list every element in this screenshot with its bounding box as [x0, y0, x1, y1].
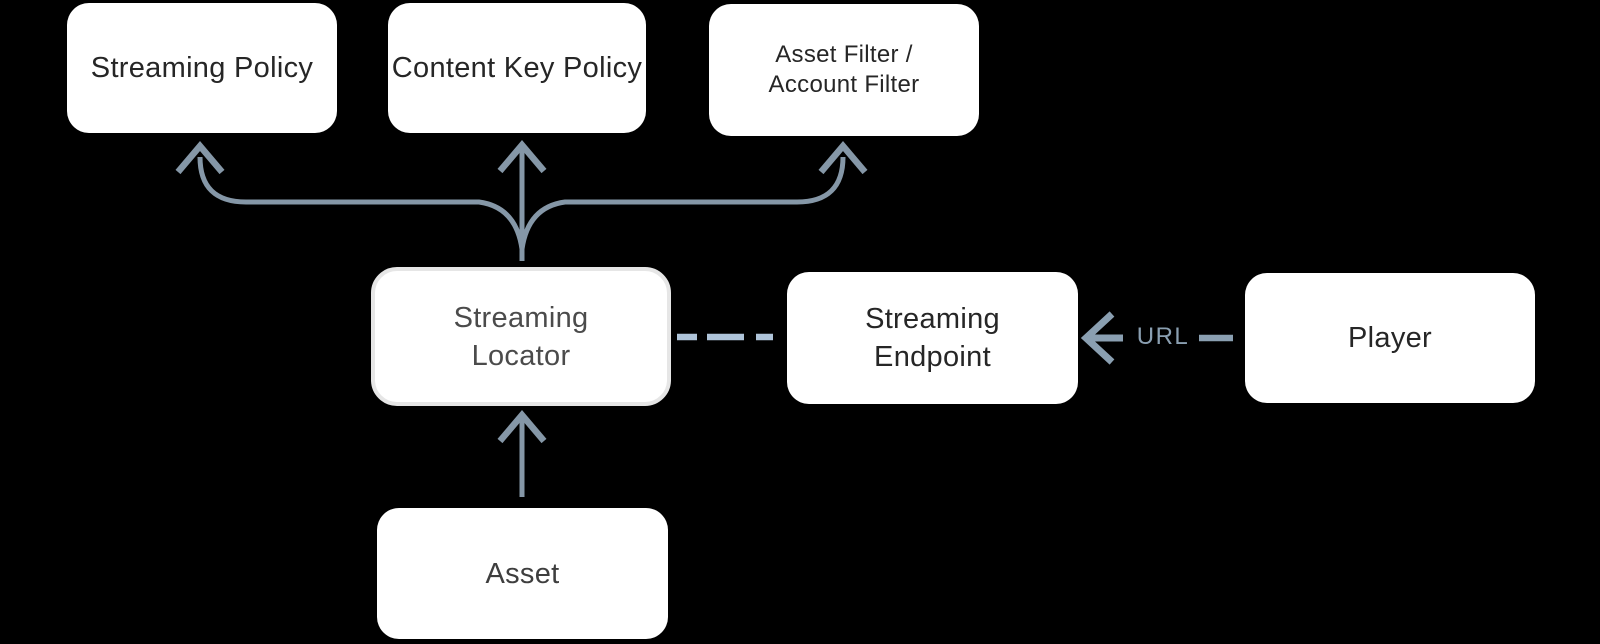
node-asset-filter-label-line2: Account Filter	[768, 71, 920, 98]
arrowhead-content-key-policy-icon	[497, 139, 547, 174]
node-content-key-policy: Content Key Policy	[388, 3, 646, 133]
node-streaming-policy-label: Streaming Policy	[90, 52, 314, 84]
edge-url-label: URL	[1136, 323, 1190, 350]
node-streaming-locator-label-line2: Locator	[471, 339, 571, 372]
node-content-key-policy-label: Content Key Policy	[391, 52, 643, 84]
arrowhead-streaming-policy-icon	[175, 140, 225, 175]
arrowhead-asset-filter-icon	[818, 140, 868, 175]
node-streaming-endpoint-label-line1: Streaming	[865, 303, 1000, 335]
node-streaming-endpoint: Streaming Endpoint	[787, 272, 1078, 404]
edge-fork-bar	[197, 156, 846, 250]
node-asset-filter-label-line1: Asset Filter /	[775, 41, 913, 68]
node-asset-label: Asset	[485, 557, 560, 590]
node-asset: Asset	[377, 508, 668, 639]
arrowhead-endpoint-icon	[1080, 311, 1115, 365]
node-player: Player	[1245, 273, 1535, 403]
node-player-label: Player	[1348, 322, 1432, 354]
node-streaming-locator: Streaming Locator	[371, 267, 671, 406]
node-asset-filter: Asset Filter / Account Filter	[709, 4, 979, 136]
arrowhead-locator-icon	[497, 409, 547, 444]
node-streaming-policy: Streaming Policy	[67, 3, 337, 133]
node-streaming-locator-label-line1: Streaming	[453, 301, 589, 334]
node-streaming-endpoint-label-line2: Endpoint	[874, 341, 991, 373]
